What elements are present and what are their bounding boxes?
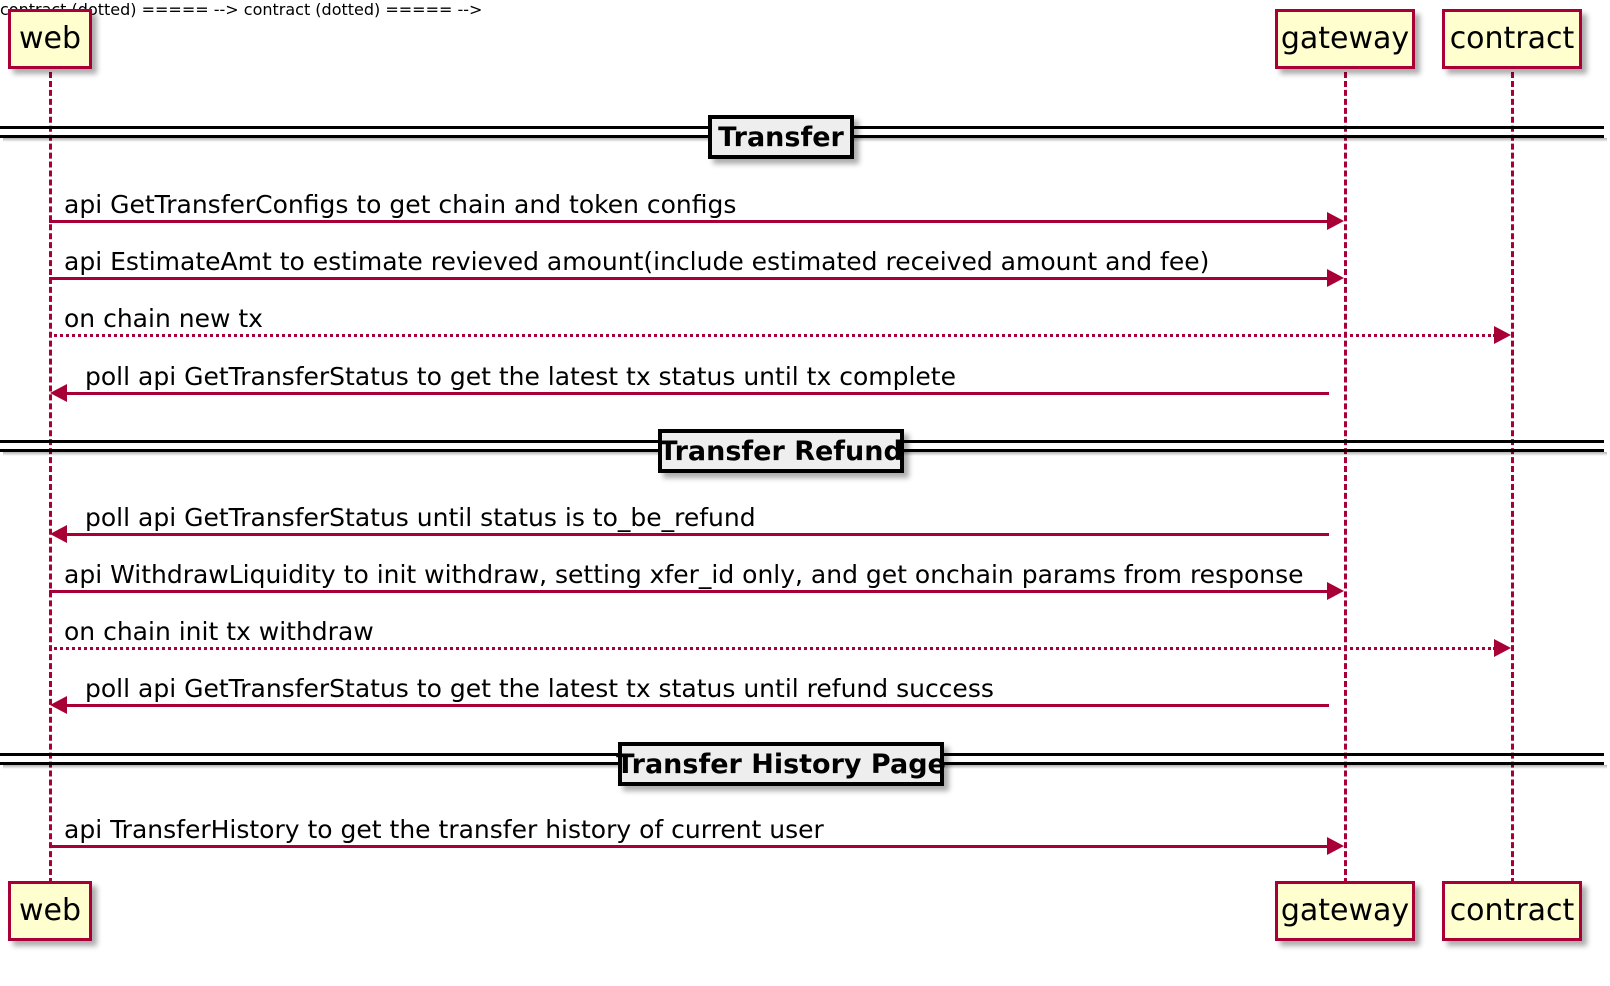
divider-transfer: Transfer — [708, 115, 854, 159]
message-label-m3: on chain new tx — [64, 304, 263, 333]
message-label-m7: on chain init tx withdraw — [64, 617, 374, 646]
message-label-m6: api WithdrawLiquidity to init withdraw, … — [64, 560, 1304, 589]
message-line-m8 — [67, 704, 1329, 707]
message-arrowhead-m7 — [1494, 639, 1511, 657]
message-arrowhead-m6 — [1327, 582, 1344, 600]
message-line-m9 — [49, 845, 1329, 848]
message-label-m4: poll api GetTransferStatus to get the la… — [85, 362, 956, 391]
divider-transfer-history-page-label: Transfer History Page — [616, 748, 946, 780]
message-label-m9: api TransferHistory to get the transfer … — [64, 815, 824, 844]
divider-transfer-refund: Transfer Refund — [658, 429, 904, 473]
message-label-m8: poll api GetTransferStatus to get the la… — [85, 674, 994, 703]
message-arrowhead-m4 — [50, 384, 67, 402]
message-arrowhead-m5 — [50, 525, 67, 543]
participant-gateway-top[interactable]: gateway — [1275, 9, 1415, 69]
message-line-m5 — [67, 533, 1329, 536]
message-line-m3 — [49, 334, 1496, 337]
message-line-m7 — [49, 647, 1496, 650]
lifeline-web — [49, 72, 52, 884]
message-line-m4 — [67, 392, 1329, 395]
message-arrowhead-m1 — [1327, 212, 1344, 230]
participant-gateway-bottom-label: gateway — [1280, 893, 1410, 928]
participant-web-top[interactable]: web — [8, 9, 92, 69]
participant-contract-top-label: contract — [1449, 21, 1575, 56]
message-label-m2: api EstimateAmt to estimate revieved amo… — [64, 247, 1210, 276]
divider-transfer-refund-label: Transfer Refund — [659, 435, 903, 467]
participant-contract-bottom[interactable]: contract — [1442, 881, 1582, 941]
lifeline-gateway — [1344, 72, 1347, 884]
message-line-m6 — [49, 590, 1329, 593]
message-label-m5: poll api GetTransferStatus until status … — [85, 503, 756, 532]
participant-gateway-bottom[interactable]: gateway — [1275, 881, 1415, 941]
lifeline-contract — [1511, 72, 1514, 884]
participant-gateway-top-label: gateway — [1280, 21, 1410, 56]
participant-web-bottom-label: web — [18, 893, 82, 928]
message-arrowhead-m2 — [1327, 269, 1344, 287]
message-arrowhead-m9 — [1327, 837, 1344, 855]
participant-web-bottom[interactable]: web — [8, 881, 92, 941]
participant-contract-top[interactable]: contract — [1442, 9, 1582, 69]
message-line-m2 — [49, 277, 1329, 280]
participant-contract-bottom-label: contract — [1449, 893, 1575, 928]
message-line-m1 — [49, 220, 1329, 223]
divider-transfer-label: Transfer — [718, 121, 844, 153]
message-label-m1: api GetTransferConfigs to get chain and … — [64, 190, 737, 219]
message-arrowhead-m3 — [1494, 326, 1511, 344]
message-arrowhead-m8 — [50, 696, 67, 714]
participant-web-top-label: web — [18, 21, 82, 56]
divider-transfer-history-page: Transfer History Page — [616, 742, 946, 786]
